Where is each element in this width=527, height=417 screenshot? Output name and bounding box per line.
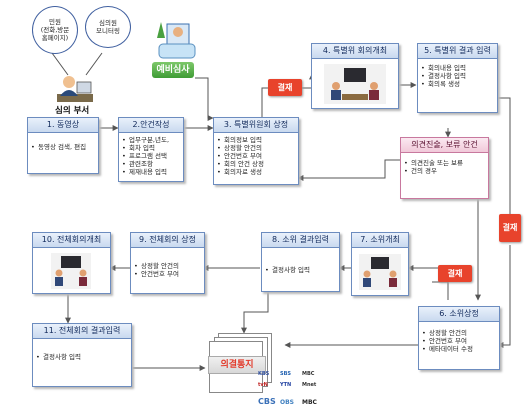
logo-cbs: CBS [258,397,276,406]
decision-text-right: 결재 [502,223,518,232]
logo-mbc: MBC [302,399,317,406]
step-3-list: 회의정보 입력 상정할 안건의 안건번호 부여 회의 안건 상정 회의자료 생성 [214,136,298,176]
logo-mbc-small: MBC [302,371,315,377]
logo-kbs: KBS [258,371,270,377]
preliminary-review-icon [157,22,196,59]
step-5-item: 회의록 생성 [421,80,497,88]
step-11-list: 결정사항 입력 [33,353,131,361]
preliminary-review-text: 예비심사 [156,65,190,75]
decision-label-middle: 결재 [438,265,472,282]
step-11-item: 결정사항 입력 [36,353,131,361]
opinion-hold-item: 의견진술 또는 보류 [404,159,488,167]
step-11-plenary-result: 11. 전체회의 결과입력 결정사항 입력 [32,323,132,387]
logo-ytn: YTN [280,382,292,388]
logo-sbs: SBS [280,371,292,377]
result-notification-text: 의결통지 [220,360,254,370]
step-6-list: 상정할 안건의 안건번호 부여 메타데이터 수정 [419,329,499,353]
step-1-title: 1. 동영상 [28,118,98,133]
monitoring-bubble: 심의원 모니터링 [85,6,131,48]
opinion-hold-title: 의견진술, 보류 안건 [401,138,488,153]
step-2-item: 회차 입력 [122,144,183,152]
step-8-subcommittee-result: 8. 소위 결과입력 결정사항 입력 [261,232,340,292]
step-9-item-cont: 안건번호 부여 [134,270,204,278]
step-9-title: 9. 전체회의 상정 [131,233,204,248]
step-2-item: 관련조항 [122,160,183,168]
department-label: 심의 부서 [55,106,90,116]
opinion-hold-item-cont: 건의 경우 [404,167,488,175]
step-9-plenary-agenda: 9. 전체회의 상정 상정할 안건의 안건번호 부여 [130,232,205,294]
logo-obs: OBS [280,399,294,406]
step-11-title: 11. 전체회의 결과입력 [33,324,131,339]
step-3-item: 회의정보 입력 [217,136,298,144]
step-2-title: 2.안건작성 [119,118,183,133]
step-5-item: 회의내용 입력 [421,64,497,72]
step-8-title: 8. 소위 결과입력 [262,233,339,248]
step-8-item: 결정사항 입력 [265,266,339,274]
logo-tvn: tvN [258,382,268,388]
complaint-bubble-text: 민원 (전화,방문 홈페이지) [40,18,70,42]
meeting-scene-icon [324,64,386,104]
step-6-item: 메타데이터 수정 [422,345,499,353]
step-2-item: 제재내용 입력 [122,168,183,176]
opinion-hold-box: 의견진술, 보류 안건 의견진술 또는 보류 건의 경우 [400,137,489,199]
step-10-plenary-meeting: 10. 전체회의개최 [32,232,111,294]
step-3-item: 회의 안건 상정 [217,160,298,168]
step-4-title: 4. 특별위 회의개최 [312,44,398,59]
step-5-item: 결정사항 입력 [421,72,497,80]
step-3-item: 상정할 안건의 [217,144,298,152]
result-notification-label: 의결통지 [208,356,266,374]
decision-label-right: 결재 [499,214,521,242]
step-3-title: 3. 특별위원회 상정 [214,118,298,133]
decision-label-top: 결재 [268,79,302,96]
step-10-title: 10. 전체회의개최 [33,233,110,248]
step-5-list: 회의내용 입력 결정사항 입력 회의록 생성 [418,64,497,88]
step-5-title: 5. 특별위 결과 입력 [418,44,497,59]
step-2-list: 업무구분,년도, 회차 입력 프로그램 선택 관련조항 제재내용 입력 [119,136,183,176]
decision-text-top: 결재 [277,83,293,92]
step-2-item: 프로그램 선택 [122,152,183,160]
step-6-subcommittee: 6. 소위상정 상정할 안건의 안건번호 부여 메타데이터 수정 [418,306,500,370]
step-8-list: 결정사항 입력 [262,266,339,274]
step-9-list: 상정할 안건의 안건번호 부여 [131,262,204,278]
decision-text-middle: 결재 [447,269,463,278]
preliminary-review-label: 예비심사 [152,62,194,78]
step-9-item: 상정할 안건의 [134,262,204,270]
step-2-item: 업무구분,년도, [122,136,183,144]
step-7-title: 7. 소위개최 [352,233,408,248]
step-6-item: 안건번호 부여 [422,337,499,345]
step-1-item: 동영상 검색, 편집 [31,143,98,151]
step-6-item: 상정할 안건의 [422,329,499,337]
result-notification-doc: 의결통지 [208,341,266,393]
broadcaster-logos: KBS SBS MBC tvN YTN Mnet CBS OBS MBC [258,371,326,413]
monitoring-bubble-text: 심의원 모니터링 [96,19,120,35]
step-5-special-result: 5. 특별위 결과 입력 회의내용 입력 결정사항 입력 회의록 생성 [417,43,498,113]
step-4-special-meeting: 4. 특별위 회의개최 [311,43,399,109]
staff-person-icon [57,76,93,102]
step-3-special-committee: 3. 특별위원회 상정 회의정보 입력 상정할 안건의 안건번호 부여 회의 안… [213,117,299,185]
step-1-list: 동영상 검색, 편집 [28,143,98,151]
opinion-hold-list: 의견진술 또는 보류 건의 경우 [401,159,488,175]
step-1-video: 1. 동영상 동영상 검색, 편집 [27,117,99,174]
complaint-bubble: 민원 (전화,방문 홈페이지) [32,6,78,54]
step-7-subcommittee-meeting: 7. 소위개최 [351,232,409,296]
step-2-draft: 2.안건작성 업무구분,년도, 회차 입력 프로그램 선택 관련조항 제재내용 … [118,117,184,182]
step-3-item: 안건번호 부여 [217,152,298,160]
step-6-title: 6. 소위상정 [419,307,499,322]
logo-mnet: Mnet [302,382,317,388]
subcommittee-scene-icon [359,254,401,290]
plenary-scene-icon [51,253,91,289]
step-3-item: 회의자료 생성 [217,168,298,176]
